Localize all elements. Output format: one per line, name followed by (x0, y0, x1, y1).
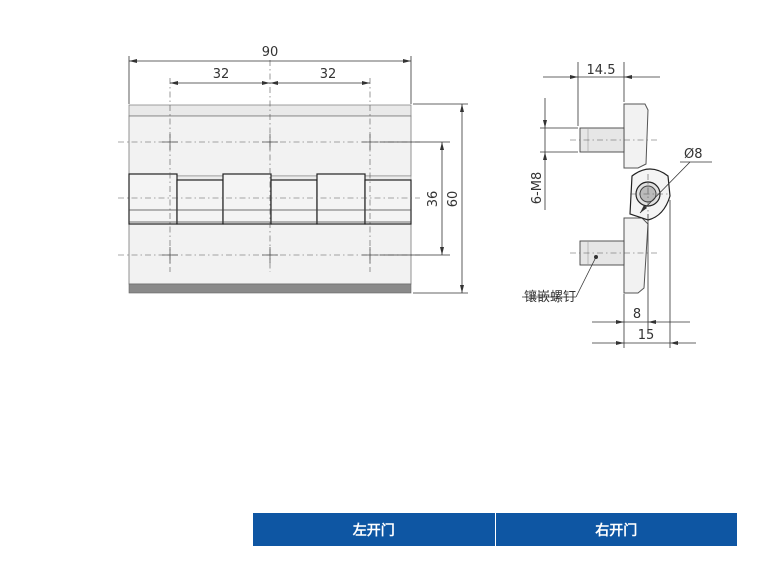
pin-diameter-label: Ø8 (684, 147, 703, 162)
hinge-knuckles (128, 173, 412, 225)
technical-drawing: 90 32 32 36 60 (118, 45, 712, 348)
hole-marks (162, 134, 378, 263)
thread-callout-label: 6-M8 (530, 172, 545, 204)
dim-15-label: 15 (638, 328, 655, 343)
dim-heights: 36 60 (380, 103, 468, 294)
dim-14-5-label: 14.5 (587, 63, 616, 78)
dim-32-left-label: 32 (213, 67, 230, 82)
side-view: 14.5 6-M8 Ø8 镶嵌螺钉 (522, 62, 712, 348)
front-view: 90 32 32 36 60 (118, 45, 468, 294)
dim-spacing: 32 32 (170, 67, 370, 85)
dim-width-90: 90 (128, 45, 412, 104)
dim-pin-diameter: Ø8 (639, 147, 712, 214)
stud-label: 镶嵌螺钉 (524, 289, 576, 305)
dim-90-label: 90 (262, 45, 279, 60)
left-door-option[interactable]: 左开门 (253, 513, 495, 546)
dim-32-right-label: 32 (320, 67, 337, 82)
dim-14-5: 14.5 (543, 62, 660, 126)
bottom-plate-edge (128, 283, 412, 294)
dim-side-widths: 8 15 (592, 200, 696, 348)
dim-thread: 6-M8 (530, 98, 578, 210)
door-direction-options: 左开门 右开门 (253, 513, 737, 546)
dim-8-label: 8 (633, 307, 641, 322)
right-door-option[interactable]: 右开门 (494, 513, 737, 546)
dim-60-label: 60 (446, 191, 461, 208)
dim-36-label: 36 (426, 191, 441, 208)
stud-leader: 镶嵌螺钉 (522, 255, 598, 305)
